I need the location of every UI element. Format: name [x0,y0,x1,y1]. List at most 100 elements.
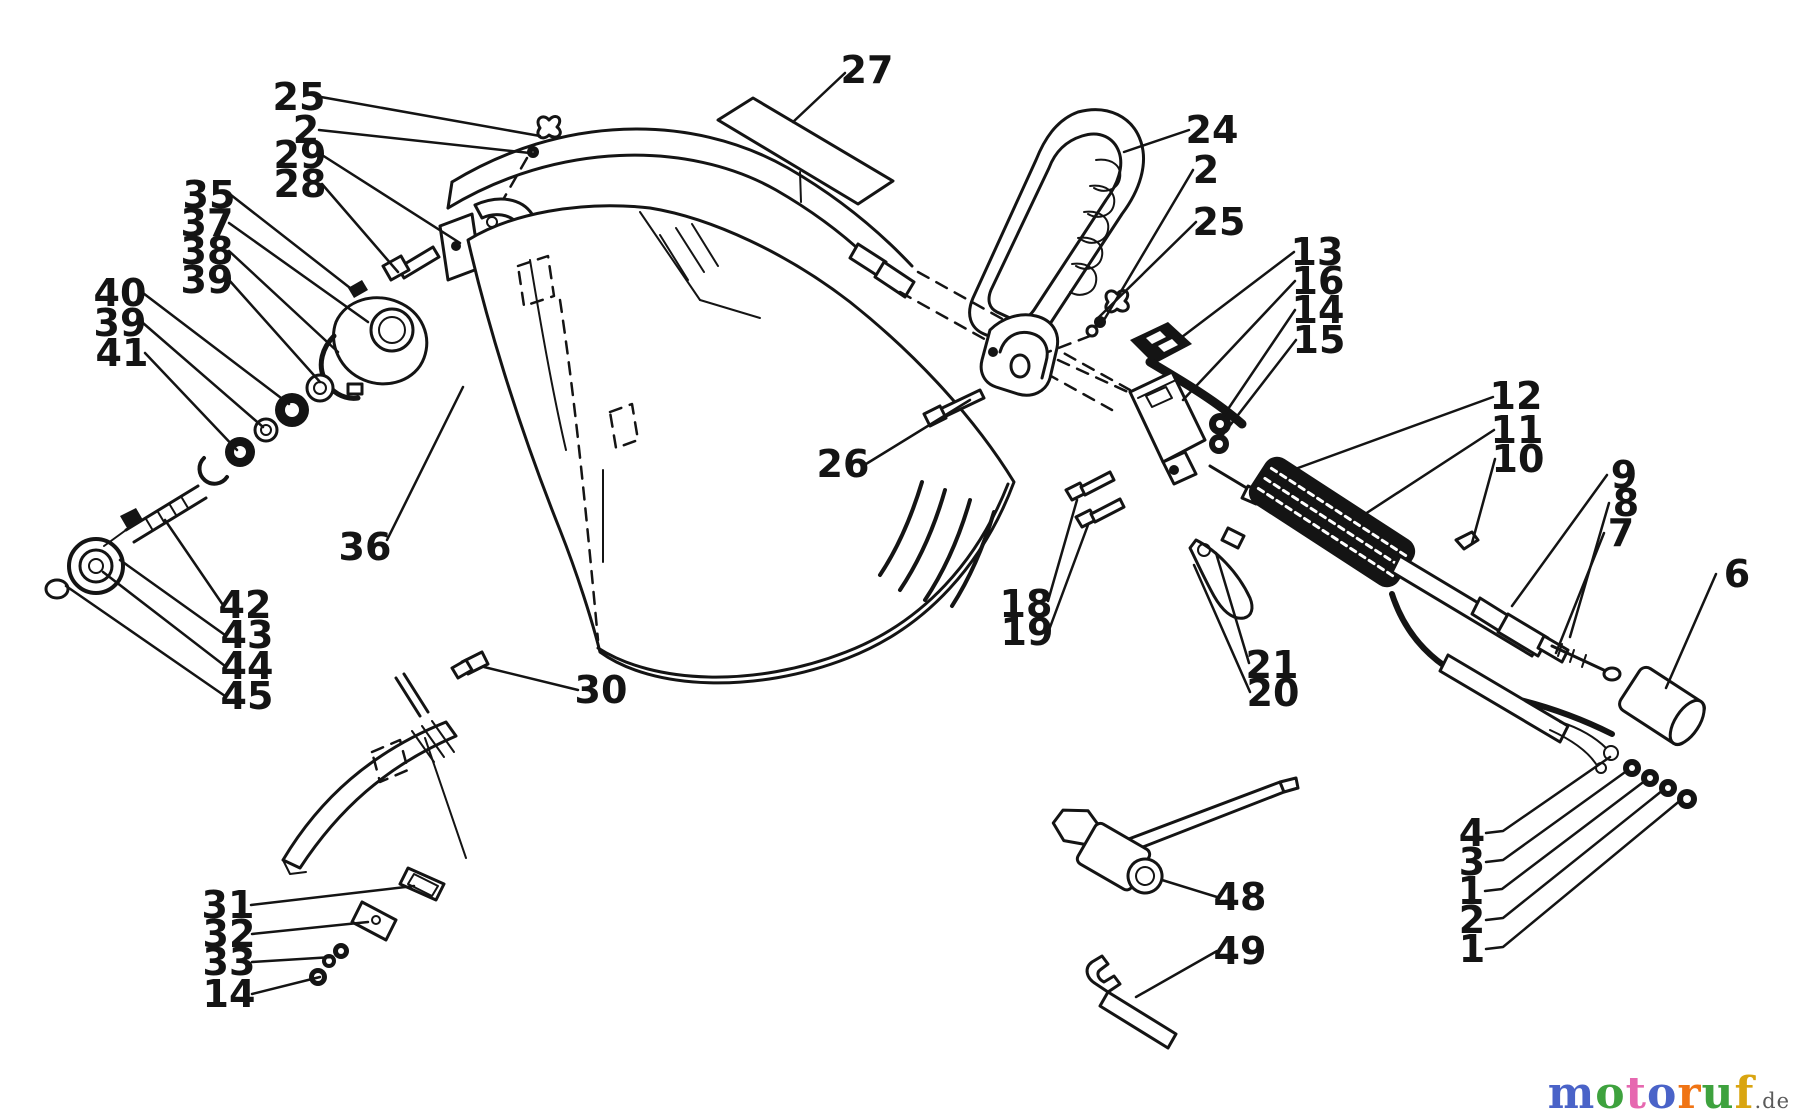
callout-label-32-18: 32 [203,912,256,956]
callout-leader-2-1 [317,128,532,155]
callout-leader-13-25 [1176,250,1296,342]
callout-leader-38-6 [227,249,340,354]
callout-label-14-27: 14 [1292,288,1345,332]
callout-leader-11-35 [1360,428,1496,518]
callout-label-28-3: 28 [274,162,327,206]
callout-leader-39-7 [227,278,322,384]
callout-label-2-1: 2 [293,108,319,152]
callout-label-37-5: 37 [181,201,234,245]
watermark-logo[interactable]: motoruf.de [1548,1072,1790,1116]
callout-label-9-37: 9 [1611,453,1637,497]
callout-label-25-0: 25 [273,75,326,119]
callout-label-44-14: 44 [221,644,274,688]
callout-leader-43-13 [118,558,227,637]
callout-leader-36-11 [385,385,465,542]
callout-leader-42-12 [163,518,225,607]
watermark-letter: m [1547,1068,1596,1118]
callout-leader-29-2 [320,153,462,245]
callout-label-24-22: 24 [1186,108,1239,152]
callout-label-26-29: 26 [817,442,870,486]
handle-clamp-saddle [979,313,1060,397]
callout-label-39-9: 39 [94,301,147,345]
watermark-letter: t [1625,1068,1647,1118]
open-end-wrench-tool [1085,954,1178,1050]
callout-leader-28-3 [320,182,400,274]
callout-leader-4-41 [1484,755,1612,835]
callout-label-10-36: 10 [1492,437,1545,481]
callout-label-3-42: 3 [1459,840,1485,884]
watermark-letter: o [1595,1068,1626,1118]
watermark-letter: f [1734,1068,1755,1118]
watermark-letter: r [1677,1068,1702,1118]
switch-throttle-cluster [922,322,1264,620]
callout-label-11-35: 11 [1491,408,1544,452]
callout-leader-1-45 [1484,797,1684,951]
callout-label-20-33: 20 [1247,671,1300,715]
callout-leader-18-30 [1046,498,1079,603]
callout-leader-9-37 [1510,473,1609,608]
callout-leader-21-32 [1214,551,1251,665]
callout-leader-35-4 [229,193,356,293]
callout-leader-45-15 [64,584,227,698]
gear-head-assembly [44,280,429,600]
callout-leader-26-29 [864,398,972,466]
watermark-suffix: .de [1754,1089,1790,1113]
socket-wrench-tool [1051,776,1300,895]
callout-leader-48-46 [1160,878,1219,899]
callout-label-29-2: 29 [274,133,327,177]
callout-leader-16-26 [1181,279,1297,402]
callout-label-43-13: 43 [221,613,274,657]
callout-leader-30-16 [482,665,580,692]
callout-leader-1-43 [1483,778,1648,893]
callout-label-35-4: 35 [183,173,236,217]
callout-leader-2-44 [1484,788,1665,922]
callout-leader-27-21 [791,71,847,124]
callout-label-39-7: 39 [181,258,234,302]
callout-leader-14-20 [250,975,322,996]
callout-leader-20-33 [1192,563,1252,694]
wing-nut-left [498,115,562,207]
callout-leader-24-22 [1122,128,1191,154]
callout-label-18-30: 18 [1000,582,1053,626]
watermark-letter: u [1701,1068,1735,1118]
callout-label-45-15: 45 [221,674,274,718]
callout-label-16-26: 16 [1292,259,1345,303]
callout-label-1-43: 1 [1458,869,1484,913]
callout-label-36-11: 36 [339,525,392,569]
callout-leader-25-24 [1095,220,1198,321]
callout-label-33-19: 33 [203,940,256,984]
callout-label-12-34: 12 [1490,374,1543,418]
watermark-letter: o [1646,1068,1678,1118]
callout-leader-33-19 [250,955,335,964]
callout-label-38-6: 38 [181,229,234,273]
callout-label-7-39: 7 [1608,511,1634,555]
callout-leader-39-9 [141,321,265,429]
callout-label-40-8: 40 [94,271,147,315]
callout-leader-31-17 [249,884,416,907]
watermark-letters: motoruf [1548,1068,1755,1118]
debris-shield [466,204,1016,685]
callout-label-49-47: 49 [1214,929,1267,973]
lower-guard-assembly [281,650,490,986]
callout-label-19-31: 19 [1001,610,1054,654]
callout-label-41-10: 41 [96,331,149,375]
callout-leader-10-36 [1470,457,1497,545]
drive-shaft-tube [446,127,1132,412]
callout-leader-14-27 [1220,308,1297,420]
callout-leader-19-31 [1047,523,1090,632]
callout-label-14-20: 14 [203,972,256,1016]
callout-leader-44-14 [101,570,227,668]
callout-label-2-23: 2 [1193,148,1219,192]
callout-label-25-24: 25 [1193,200,1246,244]
decal-strip [716,96,895,206]
callout-label-21-32: 21 [1246,643,1299,687]
callout-leader-12-34 [1285,395,1495,474]
callout-label-1-45: 1 [1459,927,1485,971]
callout-leader-40-8 [141,291,291,406]
callout-label-31-17: 31 [202,883,255,927]
callout-leader-15-28 [1219,338,1298,439]
callout-leader-2-23 [1102,168,1195,322]
callout-label-30-16: 30 [575,668,628,712]
